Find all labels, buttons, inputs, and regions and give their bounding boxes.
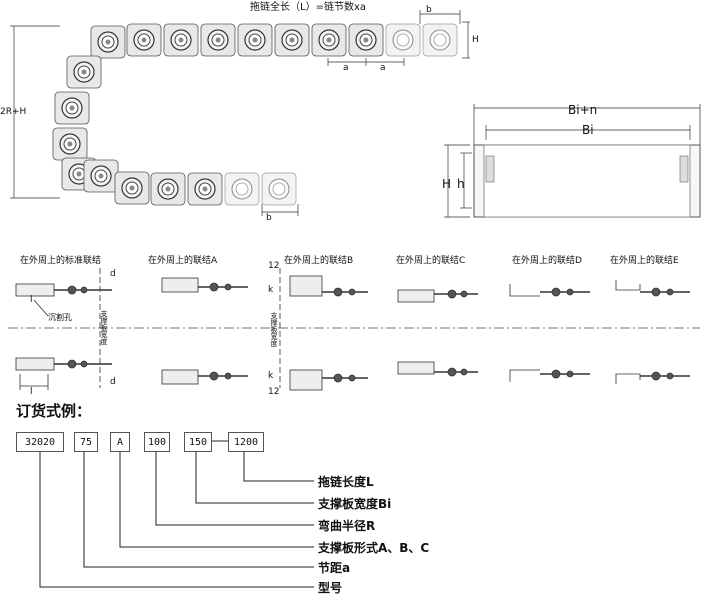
dim-k-top: k <box>268 285 274 295</box>
label-conn-a: 在外周上的联结A <box>148 256 218 266</box>
chain-curve <box>52 55 119 193</box>
dim-b-top: b <box>426 5 432 15</box>
code-model: 32020 <box>16 432 64 452</box>
legend-bend-radius: 弯曲半径R <box>318 519 376 533</box>
label-conn-e: 在外周上的联结E <box>610 256 679 266</box>
order-heading: 订货式例： <box>16 402 92 420</box>
legend-chain-length: 拖链长度L <box>318 475 374 489</box>
dim-section-H: H <box>442 177 452 191</box>
dim-l-bottom: l <box>30 387 33 397</box>
label-conn-d: 在外周上的联结D <box>512 256 582 266</box>
dim-b-bottom: b <box>266 213 272 223</box>
dim-h: H <box>472 35 479 45</box>
dim-2r-h: 2R+H <box>0 107 27 117</box>
code-width: 150 <box>184 432 212 452</box>
chain-length-formula: 拖链全长（L）=链节数xa <box>250 2 366 13</box>
chain-top-row <box>90 23 458 59</box>
chain-bottom-row <box>114 171 297 206</box>
legend-support-type: 支撑板形式A、B、C <box>318 541 430 555</box>
dim-k-bottom: k <box>268 371 274 381</box>
dim-bi-n: Bi+n <box>568 103 598 117</box>
label-conn-b: 在外周上的联结B <box>284 256 354 266</box>
dim-12-top: 12 <box>268 261 280 271</box>
dim-d-bottom: d <box>110 377 116 387</box>
dim-d-top: d <box>110 269 116 279</box>
code-support-type: A <box>110 432 130 452</box>
dim-l-top: l <box>30 295 33 305</box>
code-length: 1200 <box>228 432 264 452</box>
label-support-width-b: 支撑板宽度 <box>270 312 278 347</box>
label-countersunk-hole: 沉割孔 <box>48 313 72 322</box>
order-leaders <box>39 440 314 588</box>
dim-12-bottom: 12 <box>268 387 280 397</box>
legend-support-width: 支撑板宽度Bi <box>318 497 392 511</box>
code-radius: 100 <box>144 432 170 452</box>
dim-bi: Bi <box>582 123 594 137</box>
dim-a-left: a <box>343 63 349 73</box>
code-pitch: 75 <box>74 432 98 452</box>
legend-model: 型号 <box>318 581 343 595</box>
dim-section-h: h <box>457 177 465 191</box>
legend-pitch: 节距a <box>318 561 351 575</box>
connection-details <box>8 268 700 391</box>
label-support-width: 支撑板宽度 <box>100 310 108 345</box>
cross-section <box>444 104 701 218</box>
dim-a-right: a <box>380 63 386 73</box>
label-conn-c: 在外周上的联结C <box>396 256 466 266</box>
label-standard: 在外周上的标准联结 <box>20 256 102 266</box>
